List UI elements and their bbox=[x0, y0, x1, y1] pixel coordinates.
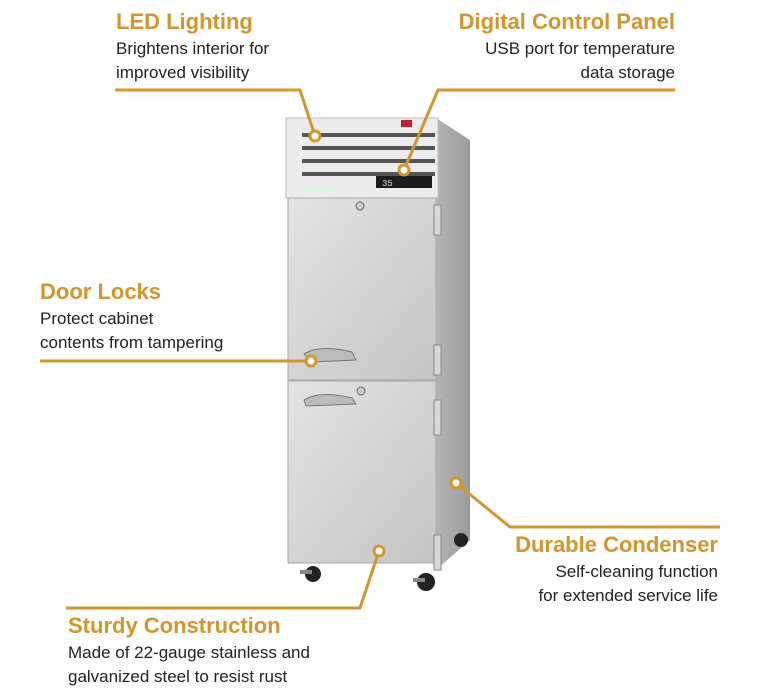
digital-display bbox=[376, 176, 432, 188]
callout-desc-line: for extended service life bbox=[538, 586, 718, 605]
callout-desc-line: Brightens interior for bbox=[116, 39, 270, 58]
vent-louvers bbox=[302, 133, 435, 176]
callout-desc-line: improved visibility bbox=[116, 63, 250, 82]
callout-durable-condenser: Durable Condenser Self-cleaning function… bbox=[515, 532, 718, 608]
callout-led-lighting: LED Lighting Brightens interior for impr… bbox=[116, 9, 269, 85]
callout-title: LED Lighting bbox=[116, 9, 253, 34]
logo-mark bbox=[304, 188, 334, 192]
callout-title: Sturdy Construction bbox=[68, 613, 281, 638]
callout-dots bbox=[304, 129, 463, 558]
callout-title: Door Locks bbox=[40, 279, 162, 304]
callout-desc-line: Made of 22-gauge stainless and bbox=[68, 643, 310, 662]
lower-door-handle bbox=[303, 394, 357, 407]
callout-digital-control-panel: Digital Control Panel USB port for tempe… bbox=[459, 9, 675, 85]
callout-desc-line: Self-cleaning function bbox=[555, 562, 718, 581]
callout-desc-line: data storage bbox=[580, 63, 675, 82]
lower-door-lock bbox=[356, 386, 366, 396]
connector-lines bbox=[40, 88, 720, 610]
brand-badge bbox=[401, 120, 412, 127]
callout-desc-line: USB port for temperature bbox=[485, 39, 675, 58]
callout-desc-line: Protect cabinet bbox=[40, 309, 154, 328]
door-lock bbox=[355, 201, 365, 211]
callout-desc-line: contents from tampering bbox=[40, 333, 224, 352]
upper-door bbox=[287, 197, 437, 381]
callout-title: Durable Condenser bbox=[515, 532, 718, 557]
cabinet-side bbox=[436, 118, 470, 570]
callout-title: Digital Control Panel bbox=[458, 9, 675, 34]
display-reading: 35 bbox=[382, 179, 393, 189]
lower-door bbox=[287, 380, 437, 564]
casters bbox=[300, 533, 468, 591]
callout-desc-line: galvanized steel to resist rust bbox=[68, 667, 288, 686]
callout-sturdy-construction: Sturdy Construction Made of 22-gauge sta… bbox=[68, 613, 310, 689]
hinges bbox=[433, 204, 442, 571]
callout-door-locks: Door Locks Protect cabinet contents from… bbox=[40, 279, 223, 355]
